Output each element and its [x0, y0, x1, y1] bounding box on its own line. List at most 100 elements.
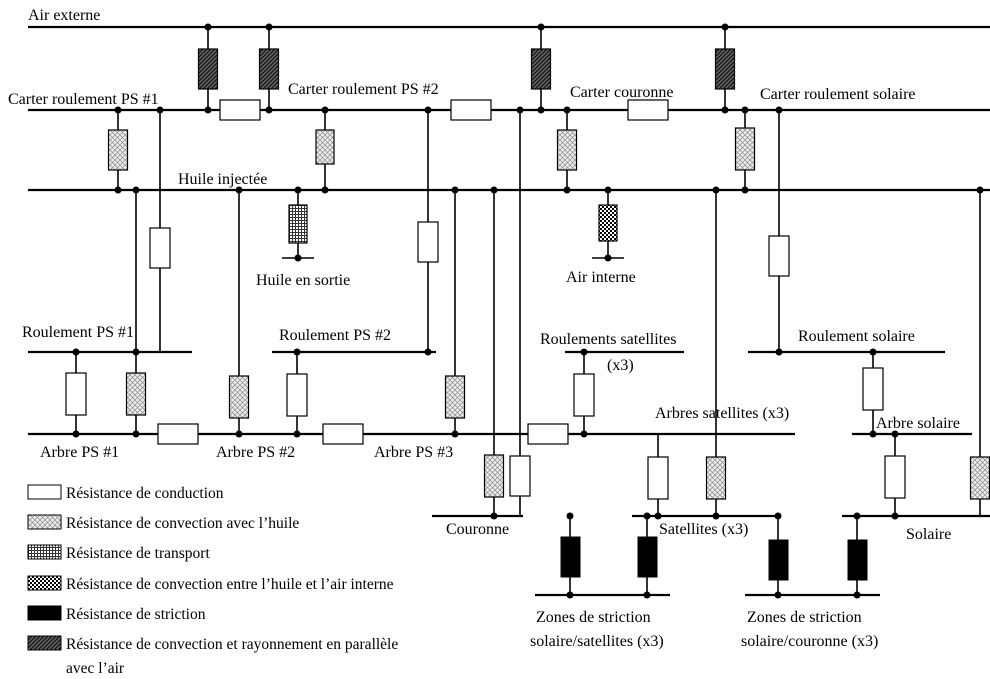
- branch-carter-roulement-solaire: [768, 106, 790, 356]
- label-roulement-solaire: Roulement solaire: [798, 328, 915, 345]
- label-arbre-solaire: Arbre solaire: [876, 415, 960, 432]
- label-satellites: Satellites (x3): [659, 521, 748, 538]
- resistor-conduction: [219, 99, 261, 121]
- label-zones-sol-cour-2: solaire/couronne (x3): [741, 633, 878, 650]
- branch-huile-couronne: [483, 186, 505, 520]
- legend-swatch-striction: [27, 605, 62, 621]
- resistor-striction: [560, 536, 581, 578]
- branch-roulement-arbre-ps1a: [65, 348, 87, 438]
- legend-label-striction: Résistance de striction: [66, 606, 206, 623]
- resistor-convection-huile: [315, 129, 335, 165]
- resistor-convection-rayonnement: [197, 48, 219, 90]
- branch-air-interne: [592, 186, 624, 262]
- resistor-conduction: [862, 367, 884, 411]
- branch-huile-roulement-ps1: [132, 186, 140, 352]
- resistor-conduction: [884, 455, 906, 499]
- label-arbre-ps2: Arbre PS #2: [216, 444, 295, 461]
- branch-striction-satellites-b: [768, 512, 789, 599]
- label-carter-ps1: Carter roulement PS #1: [8, 91, 159, 108]
- branch-arbres-satellites-b: [705, 434, 727, 520]
- resistor-conduction: [527, 423, 569, 445]
- resistor-conduction: [627, 99, 669, 121]
- legend-label-conduction: Résistance de conduction: [66, 485, 224, 502]
- branch-air-carter-ps1b: [258, 23, 280, 114]
- label-roulement-ps2: Roulement PS #2: [279, 327, 391, 344]
- branch-roulement-arbre-ps2: [286, 348, 308, 438]
- branch-roulement-arbre-ps1b: [125, 348, 147, 438]
- label-roulements-sat-x3: (x3): [607, 357, 634, 374]
- resistor-conduction: [509, 455, 531, 497]
- node-labels: Air externe Carter roulement PS #1 Carte…: [8, 7, 960, 650]
- label-zones-sol-sat-2: solaire/satellites (x3): [530, 633, 664, 650]
- resistor-conduction: [647, 456, 669, 500]
- legend-swatch-convection-rayonnement: [27, 635, 62, 651]
- legend-label-convection-huile: Résistance de convection avec l’huile: [66, 515, 299, 532]
- resistor-conduction: [157, 423, 199, 445]
- branch-carter-couronne-couronne: [509, 106, 531, 516]
- label-air-interne: Air interne: [566, 269, 636, 286]
- resistor-conduction: [768, 235, 790, 277]
- resistor-convection-huile: [705, 456, 727, 500]
- branch-striction-satellites-a: [637, 512, 658, 599]
- legend-label-transport: Résistance de transport: [66, 545, 210, 562]
- resistor-striction: [637, 536, 658, 578]
- resistor-convection-huile: [556, 129, 578, 171]
- label-carter-ps2: Carter roulement PS #2: [288, 81, 439, 98]
- branch-arbres-satellites-a: [647, 434, 669, 520]
- label-arbre-ps3: Arbre PS #3: [374, 444, 453, 461]
- branch-carter-solaire-huile: [734, 106, 756, 194]
- branch-roulement-arbre-solaire: [862, 348, 884, 438]
- branch-huile-arbre-ps3: [444, 186, 466, 438]
- branch-huile-arbre-ps2: [228, 186, 250, 438]
- branch-roulements-sat-arbres: [573, 348, 595, 438]
- legend: Résistance de conduction Résistance de c…: [27, 484, 398, 677]
- legend-label-convection-rayonnement-1: Résistance de convection et rayonnement …: [66, 636, 398, 653]
- branch-carter-ps1-huile: [107, 106, 129, 194]
- label-carter-couronne: Carter couronne: [570, 84, 674, 101]
- branch-air-carter-couronne: [530, 23, 552, 114]
- resistor-transport: [288, 204, 308, 244]
- resistor-convection-huile: [228, 375, 250, 419]
- label-air-externe: Air externe: [28, 7, 100, 24]
- resistor-conduction: [417, 221, 439, 263]
- branch-huile-sortie: [282, 186, 314, 262]
- branch-striction-solaire: [847, 512, 868, 599]
- resistor-conduction: [65, 372, 87, 416]
- resistor-convection-huile: [107, 129, 129, 171]
- legend-swatch-conduction: [27, 484, 62, 500]
- branch-arbre-solaire-solaire: [884, 430, 906, 520]
- branch-carter-couronne-huile: [556, 106, 578, 194]
- branch-striction-couronne: [560, 512, 581, 599]
- label-carter-solaire: Carter roulement solaire: [760, 86, 916, 103]
- resistor-convection-huile: [734, 127, 756, 171]
- resistor-convection-rayonnement: [258, 48, 280, 90]
- legend-swatch-convection-huile: [27, 514, 62, 530]
- branch-air-carter-ps1: [197, 23, 219, 114]
- legend-label-convection-rayonnement-2: avec l’air: [66, 660, 125, 677]
- label-solaire: Solaire: [906, 526, 951, 543]
- resistor-convection-huile: [125, 372, 147, 416]
- resistor-conduction: [573, 373, 595, 417]
- label-zones-sol-cour-1: Zones de striction: [747, 609, 862, 626]
- resistor-striction: [847, 539, 868, 581]
- label-zones-sol-sat-1: Zones de striction: [536, 609, 651, 626]
- label-roulement-ps1: Roulement PS #1: [22, 324, 134, 341]
- resistor-convection-huile: [969, 456, 990, 500]
- label-huile-sortie: Huile en sortie: [256, 272, 350, 289]
- resistor-convection-huile: [444, 375, 466, 419]
- resistor-convection-huile: [483, 454, 505, 498]
- resistor-convection-rayonnement: [714, 48, 736, 90]
- resistor-striction: [768, 539, 789, 581]
- label-arbre-ps1: Arbre PS #1: [40, 444, 119, 461]
- resistor-conduction: [322, 423, 364, 445]
- label-couronne: Couronne: [446, 521, 509, 538]
- label-arbres-sat: Arbres satellites (x3): [655, 405, 789, 422]
- branch-huile-arbres-sat: [712, 186, 720, 434]
- resistor-conduction: [450, 99, 492, 121]
- branch-huile-solaire: [969, 186, 990, 516]
- legend-label-convection-huile-air: Résistance de convection entre l’huile e…: [66, 576, 394, 593]
- branch-air-carter-solaire: [714, 23, 736, 114]
- legend-swatch-convection-huile-air: [27, 575, 62, 591]
